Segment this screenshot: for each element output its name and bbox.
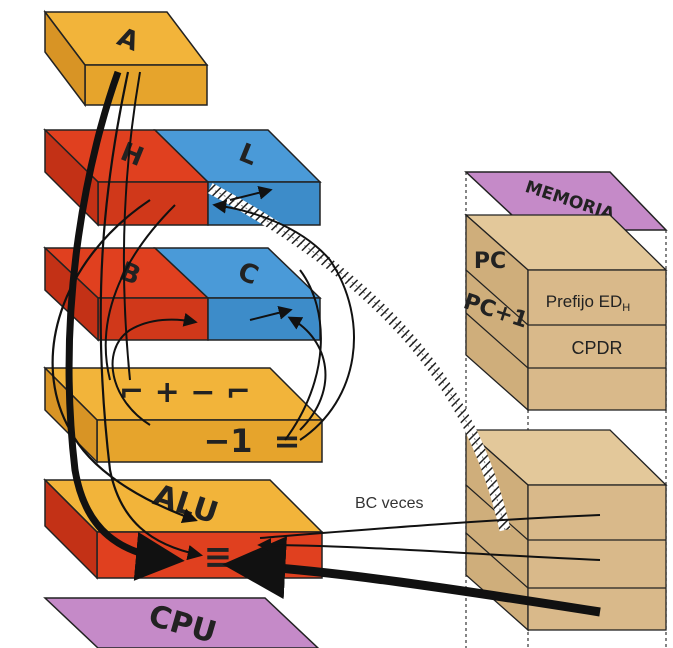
opcode-label: CPDR [571,338,622,358]
decrement-label: −1 [203,422,252,460]
memory-to-hl-path [207,183,511,532]
compare-symbol: ≡ [204,537,233,577]
cpu-plate: CPU [43,597,320,648]
pc-label: PC [474,249,506,274]
decrement-block: ⌐ + − ⌐ −1 = [43,366,324,464]
prefix-label: Prefijo EDH [546,292,631,314]
operator-symbols: ⌐ + − ⌐ [119,375,251,410]
register-bc: B C [43,246,322,342]
register-a: A [43,9,209,108]
assign-symbol: = [274,422,301,460]
memory-upper-block: PC PC+1 Prefijo EDH CPDR [460,213,668,412]
bc-veces-label: BC veces [355,495,423,512]
flow-arrows [51,70,601,617]
alu-block: ALU ≡ [43,478,324,580]
